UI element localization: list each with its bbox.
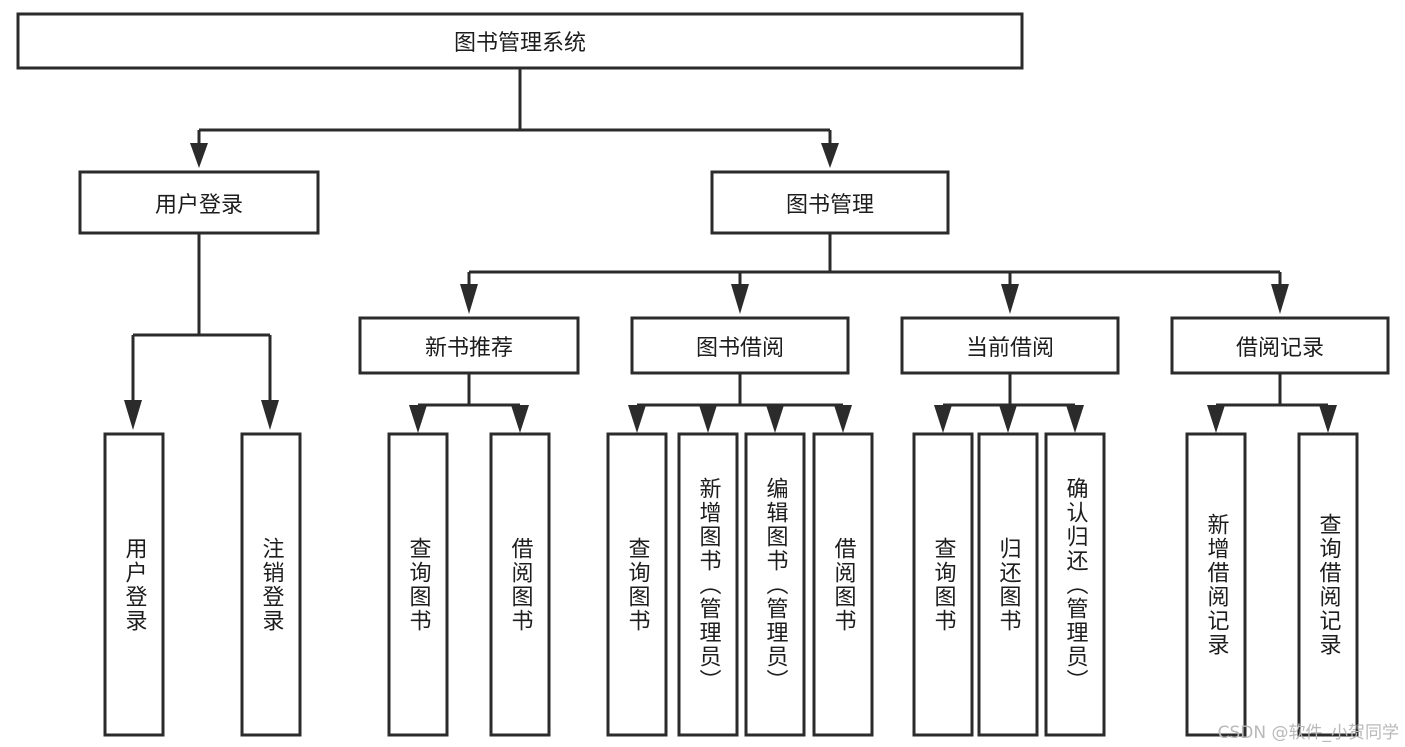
node-box-leaf-user-logout[interactable] bbox=[240, 432, 302, 737]
arrow-leaf-query-book-1 bbox=[409, 405, 427, 433]
arrow-leaf-query-record bbox=[1319, 405, 1337, 433]
node-box-leaf-user-login[interactable] bbox=[103, 432, 165, 737]
arrow-user-login bbox=[190, 143, 208, 168]
node-box-leaf-query-book-2[interactable] bbox=[606, 432, 668, 737]
arrow-leaf-edit-book bbox=[766, 405, 784, 433]
arrow-leaf-query-book-2 bbox=[628, 405, 646, 433]
arrow-leaf-user-login bbox=[124, 400, 142, 430]
node-box-leaf-borrow-book-2[interactable] bbox=[812, 432, 874, 737]
node-box-borrow-record[interactable] bbox=[1170, 316, 1390, 375]
node-box-book-manage[interactable] bbox=[710, 170, 950, 235]
node-box-leaf-add-record[interactable] bbox=[1185, 432, 1247, 737]
connector-group-borrow-record bbox=[1207, 373, 1337, 433]
connector-group-new-book-rec bbox=[409, 373, 529, 433]
arrow-leaf-borrow-book-1 bbox=[511, 405, 529, 433]
arrow-leaf-user-logout bbox=[261, 400, 279, 430]
connector-group-current-borrow bbox=[934, 373, 1084, 433]
arrow-leaf-query-book-3 bbox=[934, 405, 952, 433]
node-box-root[interactable] bbox=[16, 12, 1024, 70]
node-box-current-borrow[interactable] bbox=[900, 316, 1120, 375]
node-box-leaf-query-record[interactable] bbox=[1297, 432, 1359, 737]
watermark-text: CSDN @软件_小贺同学 bbox=[1217, 723, 1399, 743]
node-box-new-book-rec[interactable] bbox=[358, 316, 580, 375]
node-box-user-login[interactable] bbox=[78, 170, 320, 235]
node-box-leaf-return-book[interactable] bbox=[977, 432, 1039, 737]
node-box-leaf-confirm-return[interactable] bbox=[1044, 432, 1106, 737]
node-box-leaf-borrow-book-1[interactable] bbox=[489, 432, 551, 737]
arrow-leaf-borrow-book-2 bbox=[834, 405, 852, 433]
arrow-leaf-return-book bbox=[999, 405, 1017, 433]
connector-group-book-borrow bbox=[628, 373, 852, 433]
node-box-book-borrow[interactable] bbox=[630, 316, 850, 375]
arrow-leaf-confirm-return bbox=[1066, 405, 1084, 433]
arrow-leaf-add-record bbox=[1207, 405, 1225, 433]
node-box-leaf-query-book-3[interactable] bbox=[912, 432, 974, 737]
connector-group-book-manage bbox=[460, 233, 1289, 314]
arrow-leaf-add-book bbox=[699, 405, 717, 433]
arrow-current-borrow bbox=[1001, 284, 1019, 314]
arrow-book-borrow bbox=[731, 284, 749, 314]
node-box-leaf-edit-book[interactable] bbox=[744, 432, 806, 737]
connector-group-root bbox=[190, 68, 839, 168]
arrow-borrow-record bbox=[1271, 284, 1289, 314]
arrow-book-manage bbox=[821, 143, 839, 168]
arrow-new-book-rec bbox=[460, 284, 478, 314]
connector-group-user-login bbox=[124, 233, 279, 430]
node-box-leaf-add-book[interactable] bbox=[677, 432, 739, 737]
node-box-leaf-query-book-1[interactable] bbox=[387, 432, 449, 737]
